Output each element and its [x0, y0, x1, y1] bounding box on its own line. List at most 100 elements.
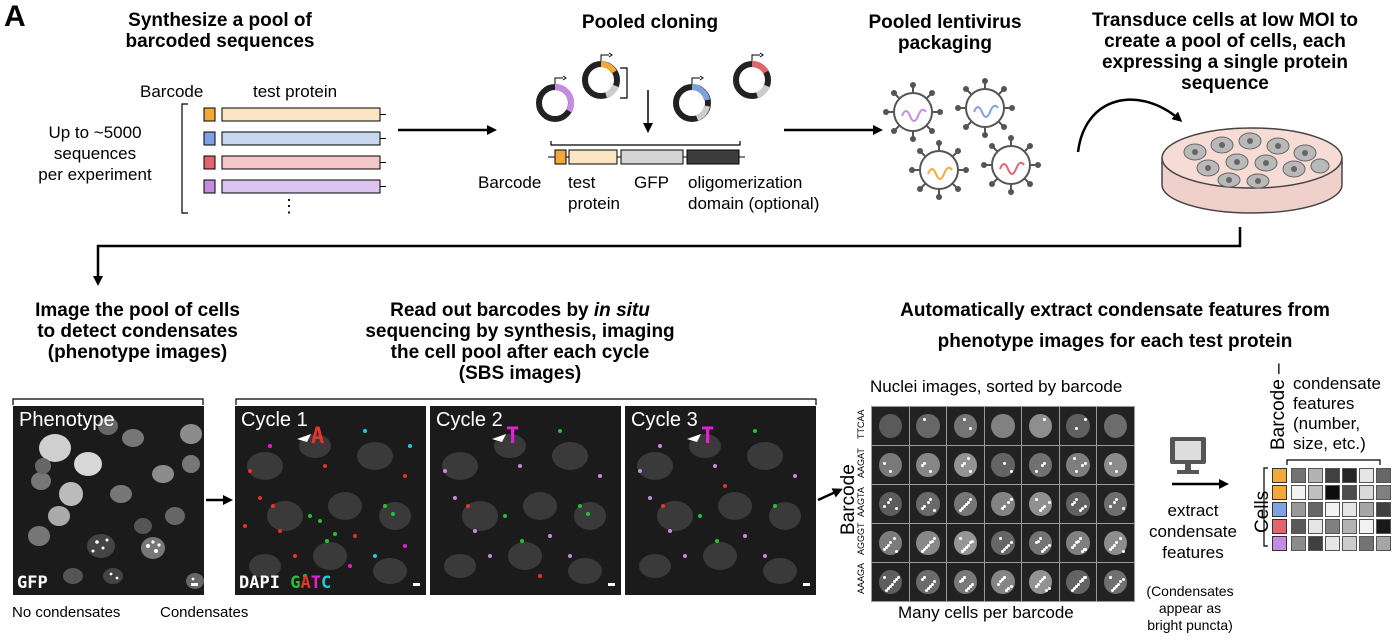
- nucleus-tile: [947, 407, 984, 445]
- phenotype-panel: Phenotype GFP: [13, 406, 204, 595]
- nucleus-tile: [1097, 524, 1134, 562]
- phenotype-title: Phenotype: [19, 409, 115, 431]
- heatmap-cell: [1308, 485, 1323, 500]
- image-title: Image the pool of cells to detect conden…: [35, 300, 240, 363]
- cycle-1-title: Cycle 1: [241, 409, 308, 431]
- nucleus-tile: [1022, 485, 1059, 523]
- ellipsis: ⋮: [280, 196, 298, 216]
- nuclei-title: Nuclei images, sorted by barcode: [870, 377, 1123, 396]
- heatmap-cell: [1359, 485, 1374, 500]
- heatmap-cell: [1308, 468, 1323, 483]
- heatmap-cell: [1376, 485, 1391, 500]
- panel-letter: A: [4, 0, 26, 33]
- connector-arrow: [93, 227, 1242, 286]
- nucleus-tile: [1059, 407, 1097, 445]
- heatmap-cell: [1325, 485, 1340, 500]
- nucleus-tile: [872, 563, 909, 601]
- heatmap-cell: [1325, 502, 1340, 517]
- nucleus-tile: [984, 485, 1022, 523]
- nucleus-tile: [1097, 407, 1134, 445]
- barcode-label: TTCAA: [856, 409, 866, 439]
- sequence-bars: [203, 107, 386, 194]
- computer-icon: [1170, 437, 1206, 474]
- readout-title: Read out barcodes by in situ sequencing …: [365, 300, 675, 384]
- nucleus-tile: [1059, 485, 1097, 523]
- barcode-label: AGGGT: [856, 522, 866, 556]
- heatmap-cell: [1376, 468, 1391, 483]
- heatmap-cell: [1291, 485, 1306, 500]
- construct: [548, 141, 745, 165]
- barcode-label: AAGTA: [856, 486, 866, 517]
- nucleus-tile: [984, 407, 1022, 445]
- heatmap-row-swatch: [1272, 536, 1287, 551]
- heatmap-cell: [1359, 468, 1374, 483]
- construct-barcode-label: Barcode: [478, 173, 542, 192]
- cycle-3-title: Cycle 3: [631, 409, 698, 431]
- heatmap-row-swatch: [1272, 502, 1287, 517]
- heatmap-cell: [1359, 502, 1374, 517]
- heatmap-cell: [1359, 519, 1374, 534]
- heatmap-cell: [1291, 536, 1306, 551]
- heatmap-cell: [1291, 502, 1306, 517]
- heatmap-cell: [1325, 519, 1340, 534]
- barcode-label: AAGAT: [856, 447, 866, 478]
- channel-legend: DAPI GATC: [239, 573, 332, 593]
- viruses: [883, 78, 1041, 200]
- heatmap-cell: [1308, 502, 1323, 517]
- heatmap-cell: [1291, 468, 1306, 483]
- heatmap-cell: [1291, 519, 1306, 534]
- nucleus-tile: [1022, 524, 1059, 562]
- heatmap-cell: [1376, 519, 1391, 534]
- cycle-panel-3: Cycle 3 T: [625, 406, 816, 595]
- nucleus-tile: [872, 485, 909, 523]
- nucleus-tile: [1022, 446, 1059, 484]
- cells-label: Cells: [1252, 490, 1273, 533]
- cycle-2-base: T: [506, 424, 520, 449]
- nucleus-tile: [984, 524, 1022, 562]
- feature-heatmap: [1272, 468, 1391, 553]
- heatmap-cell: [1308, 519, 1323, 534]
- nucleus-tile: [872, 446, 909, 484]
- nucleus-tile: [1022, 407, 1059, 445]
- heatmap-row: [1272, 468, 1391, 483]
- nucleus-tile: [947, 563, 984, 601]
- heatmap-row: [1272, 536, 1391, 551]
- heatmap-cell: [1376, 536, 1391, 551]
- heatmap-cell: [1325, 536, 1340, 551]
- nucleus-tile: [872, 407, 909, 445]
- heatmap-row-swatch: [1272, 468, 1287, 483]
- nucleus-tile: [1022, 563, 1059, 601]
- heatmap-cell: [1342, 468, 1357, 483]
- heatmap-cell: [1342, 519, 1357, 534]
- nucleus-tile: [1059, 524, 1097, 562]
- heatmap-cell: [1342, 502, 1357, 517]
- heatmap-cell: [1308, 536, 1323, 551]
- heatmap-cell: [1342, 485, 1357, 500]
- heatmap-barcode-label: Barcode –: [1268, 363, 1289, 450]
- condensates-label: Condensates: [160, 604, 249, 621]
- heatmap-cell: [1359, 536, 1374, 551]
- extract-label: extract condensate features: [1149, 501, 1237, 562]
- heatmap-row-swatch: [1272, 519, 1287, 534]
- nucleus-tile: [984, 446, 1022, 484]
- heatmap-cell: [1342, 536, 1357, 551]
- heatmap-row: [1272, 519, 1391, 534]
- gfp-channel-label: GFP: [17, 573, 48, 593]
- protein-label: test protein: [253, 82, 338, 101]
- nucleus-tile: [909, 563, 947, 601]
- sequence-count: Up to ~5000 sequences per experiment: [38, 123, 152, 184]
- nucleus-tile: [947, 485, 984, 523]
- nucleus-tile: [909, 485, 947, 523]
- construct-oligo-label: oligomerization domain (optional): [688, 173, 820, 213]
- plasmids: [536, 60, 771, 122]
- puncta-note: (Condensates appear as bright puncta): [1146, 583, 1234, 633]
- nucleus-tile: [1097, 485, 1134, 523]
- cycle-3-base: T: [701, 424, 715, 449]
- nucleus-tile: [947, 524, 984, 562]
- packaging-title: Pooled lentivirus packaging: [868, 12, 1022, 54]
- construct-gfp-label: GFP: [634, 173, 669, 192]
- nuclei-grid: [871, 406, 1135, 602]
- nucleus-tile: [1097, 446, 1134, 484]
- heatmap-row-swatch: [1272, 485, 1287, 500]
